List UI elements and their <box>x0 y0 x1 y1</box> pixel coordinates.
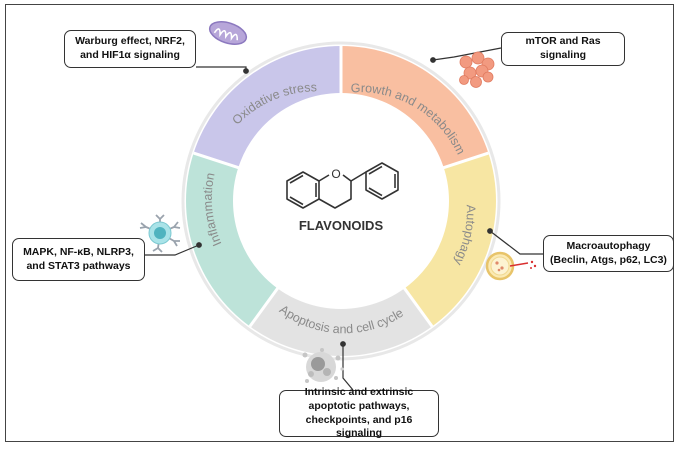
mitochondrion-icon <box>208 21 248 45</box>
connector-growth <box>432 47 502 61</box>
ring-oxygen-atom: O <box>331 167 340 181</box>
ring-segments <box>186 46 496 356</box>
connector-autophagy <box>489 230 543 255</box>
callout-inflammation: MAPK, NF-κB, NLRP3, and STAT3 pathways <box>12 238 145 281</box>
connector-dot-autophagy <box>487 228 493 234</box>
callout-line: Intrinsic and extrinsic <box>304 386 414 399</box>
connector-dot-oxidative <box>243 68 249 74</box>
segment-autophagy <box>403 153 496 327</box>
connector-dot-growth <box>430 57 436 63</box>
callout-line: MAPK, NF-κB, NLRP3, <box>23 245 134 258</box>
connector-oxidative <box>196 66 247 71</box>
segment-apoptosis-cell-cycle <box>249 287 433 356</box>
center-title: FLAVONOIDS <box>299 218 384 233</box>
callout-line: and STAT3 pathways <box>26 259 131 272</box>
callout-apoptosis-cell-cycle: Intrinsic and extrinsic apoptotic pathwa… <box>279 386 439 439</box>
flavan-structure-icon <box>286 162 399 209</box>
autophagosome-icon <box>485 251 537 281</box>
center-disc <box>233 93 449 309</box>
segment-oxidative-stress <box>193 46 341 168</box>
callout-line: apoptotic pathways, <box>308 399 410 412</box>
callout-line: Warburg effect, NRF2, <box>75 35 185 48</box>
segment-inflammation <box>186 153 279 327</box>
callout-line: and HIF1α signaling <box>80 49 180 61</box>
callout-line: Macroautophagy <box>566 239 651 252</box>
callout-growth-metabolism: mTOR and Ras signaling <box>501 32 625 66</box>
tumor-cell-cluster-icon <box>459 51 495 88</box>
callout-oxidative-stress: Warburg effect, NRF2, and HIF1α signalin… <box>64 30 196 68</box>
connector-dot-apoptosis <box>340 341 346 347</box>
immune-cell-icon <box>139 214 181 253</box>
callout-line: (Beclin, Atgs, p62, LC3) <box>550 253 667 266</box>
connector-inflammation <box>145 244 200 256</box>
segment-growth-metabolism <box>341 46 489 168</box>
connector-dot-inflammation <box>196 242 202 248</box>
callout-line: mTOR and Ras signaling <box>525 35 601 61</box>
connector-apoptosis <box>342 344 354 391</box>
callout-autophagy: Macroautophagy (Beclin, Atgs, p62, LC3) <box>543 235 674 272</box>
callout-line: checkpoints, and p16 signaling <box>305 413 413 440</box>
apoptotic-cell-icon <box>302 348 344 383</box>
